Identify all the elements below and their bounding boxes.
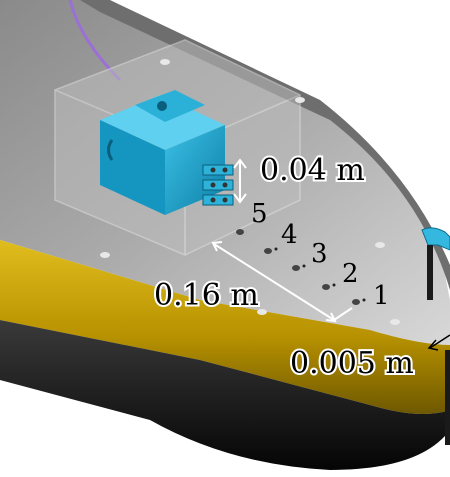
sensor-number-5: 5 (251, 199, 268, 229)
sensor-5 (236, 229, 244, 235)
sensor-3 (292, 264, 306, 271)
sensor-4 (264, 247, 278, 254)
sensor-bracket (202, 164, 234, 206)
mounting-block (100, 90, 225, 215)
sensor-number-4: 4 (281, 220, 298, 250)
dimension-arrows (211, 158, 353, 323)
sensor-1 (352, 298, 366, 305)
hull-band (0, 240, 450, 414)
deck-studs (100, 59, 400, 325)
sensor-number-1: 1 (373, 281, 390, 311)
edge-offset-arrow (427, 334, 450, 351)
label-block-height: 0.04 m (260, 153, 365, 188)
sensor-number-2: 2 (342, 259, 359, 289)
label-edge-offset: 0.005 m (290, 346, 414, 381)
sensor-2 (322, 283, 336, 290)
probe (421, 227, 450, 445)
hull-keel (0, 320, 450, 470)
label-sensor-span: 0.16 m (154, 278, 259, 313)
sensor-number-3: 3 (311, 239, 328, 269)
